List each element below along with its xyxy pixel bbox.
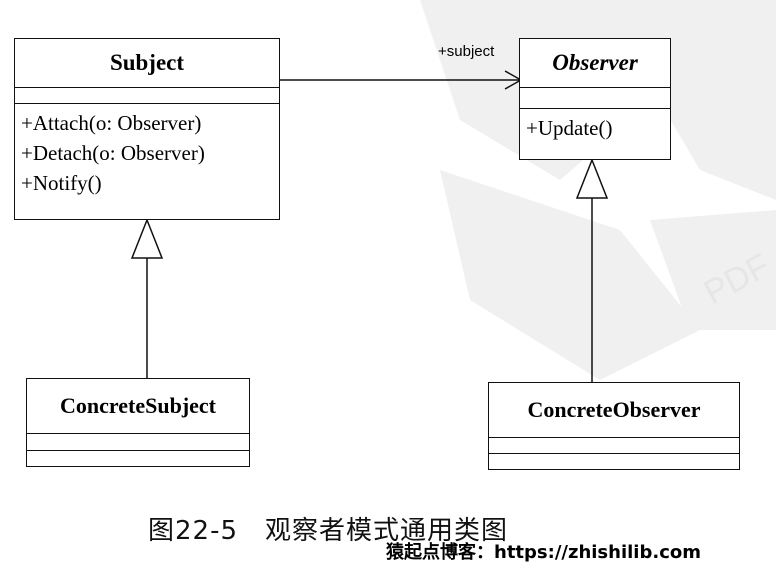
class-concrete-observer-attributes	[489, 438, 739, 454]
class-observer: Observer +Update()	[519, 38, 671, 160]
class-subject: Subject +Attach(o: Observer) +Detach(o: …	[14, 38, 280, 220]
class-concrete-subject: ConcreteSubject	[26, 378, 250, 467]
generalization-triangle-subject	[130, 217, 164, 259]
class-observer-name: Observer	[520, 39, 670, 88]
class-observer-operations: +Update()	[520, 109, 670, 143]
class-concrete-observer-name: ConcreteObserver	[489, 383, 739, 438]
site-watermark: 猿起点博客：https://zhishilib.com	[386, 542, 701, 563]
operation-attach: +Attach(o: Observer)	[21, 111, 202, 135]
generalization-triangle-observer	[575, 157, 609, 199]
class-concrete-subject-attributes	[27, 434, 249, 451]
class-concrete-observer: ConcreteObserver	[488, 382, 740, 470]
watermark-shape	[650, 210, 776, 330]
class-observer-attributes	[520, 88, 670, 109]
class-subject-attributes	[15, 88, 279, 104]
operation-notify: +Notify()	[21, 171, 102, 195]
watermark-shape	[440, 170, 700, 380]
class-concrete-subject-name: ConcreteSubject	[27, 379, 249, 434]
association-role-label: +subject	[438, 43, 495, 60]
class-subject-name: Subject	[15, 39, 279, 88]
class-subject-operations: +Attach(o: Observer) +Detach(o: Observer…	[15, 104, 279, 198]
operation-update: +Update()	[526, 116, 613, 140]
figure-caption: 图22-5 观察者模式通用类图	[148, 516, 509, 546]
operation-detach: +Detach(o: Observer)	[21, 141, 205, 165]
